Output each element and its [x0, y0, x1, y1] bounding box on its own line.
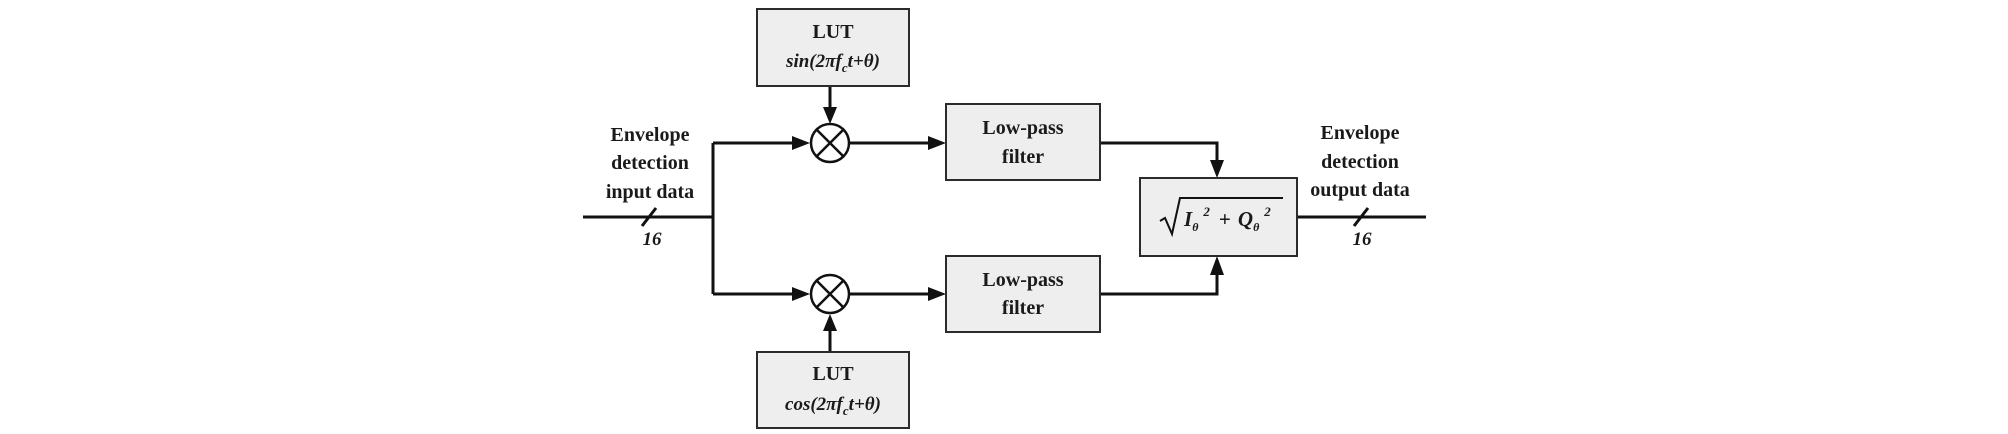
lut-bottom-title: LUT	[812, 363, 854, 385]
bottom-filter-arrowhead	[928, 287, 946, 301]
output-bus-slash	[1352, 207, 1370, 227]
top-filter-arrowhead	[928, 136, 946, 150]
top-filter-output-wire	[1100, 141, 1219, 160]
bottom-filter-line1: Low-pass	[982, 269, 1063, 291]
top-magnitude-arrowhead	[1210, 160, 1224, 178]
input-bus-width: 16	[643, 229, 663, 250]
bottom-branch-arrowhead	[792, 287, 810, 301]
magnitude-expression: Iθ2+Qθ2	[1183, 204, 1271, 234]
output-label-line1: Envelope	[1321, 122, 1400, 144]
bottom-multiplier	[809, 273, 851, 315]
input-label-line3: input data	[606, 181, 694, 203]
lut-top-arrowhead	[823, 107, 837, 124]
output-label: Envelope detection output data	[1310, 122, 1409, 201]
lut-bottom-function: cos(2πfct+θ)	[785, 394, 881, 418]
input-bus-slash	[640, 207, 658, 227]
lut-top-function: sin(2πfct+θ)	[785, 51, 880, 75]
sqrt-sign	[1159, 197, 1283, 238]
lut-bottom-arrowhead	[823, 314, 837, 331]
lut-top-title: LUT	[812, 21, 854, 43]
lut-bottom-block: LUT cos(2πfct+θ)	[756, 351, 910, 429]
output-bus-width: 16	[1353, 229, 1373, 250]
top-filter-line1: Low-pass	[982, 117, 1063, 139]
input-label-line1: Envelope	[611, 124, 690, 146]
output-label-line3: output data	[1310, 179, 1409, 201]
top-branch-arrowhead	[792, 136, 810, 150]
bottom-low-pass-filter: Low-pass filter	[945, 255, 1101, 333]
magnitude-block: Iθ2+Qθ2	[1139, 177, 1298, 257]
top-low-pass-filter: Low-pass filter	[945, 103, 1101, 181]
bottom-filter-line2: filter	[1002, 297, 1044, 319]
output-label-line2: detection	[1321, 151, 1399, 173]
top-multiplier	[809, 122, 851, 164]
top-filter-line2: filter	[1002, 146, 1044, 168]
lut-top-block: LUT sin(2πfct+θ)	[756, 8, 910, 87]
bottom-magnitude-arrowhead	[1210, 256, 1224, 275]
bottom-filter-output-wire	[1100, 275, 1219, 296]
input-label: Envelope detection input data	[606, 124, 694, 203]
input-label-line2: detection	[611, 152, 689, 174]
